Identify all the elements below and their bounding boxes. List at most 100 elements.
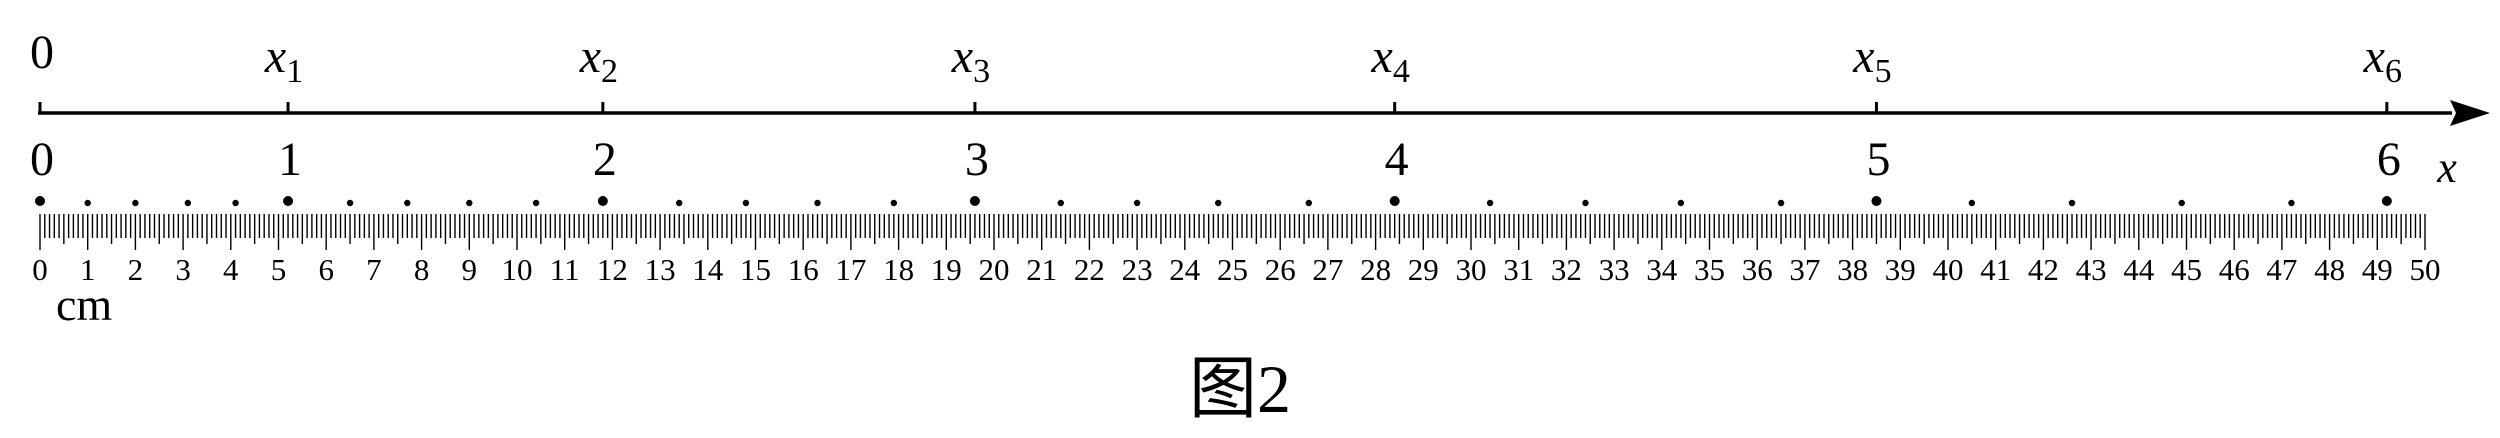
ruler-ticks xyxy=(39,214,2426,250)
x-axis-name: x xyxy=(2436,143,2457,192)
minor-dot xyxy=(1582,199,1589,207)
major-dot xyxy=(1389,196,1400,206)
ruler-number: 0 xyxy=(32,252,48,287)
ruler-number: 26 xyxy=(1265,252,1296,287)
figure-caption: 图2 xyxy=(1189,351,1291,427)
minor-dot xyxy=(1057,199,1064,207)
ruler-number: 49 xyxy=(2362,252,2393,287)
ruler-number: 44 xyxy=(2123,252,2155,287)
ruler-number: 9 xyxy=(462,252,478,287)
minor-dot xyxy=(404,199,411,207)
ruler-number: 24 xyxy=(1169,252,1201,287)
ruler-number: 35 xyxy=(1694,252,1725,287)
minor-dot xyxy=(346,199,354,207)
major-dot xyxy=(969,196,980,206)
minor-dot xyxy=(1677,199,1685,207)
ruler-number: 17 xyxy=(835,252,866,287)
minor-dot xyxy=(532,199,540,207)
ruler-number: 45 xyxy=(2171,252,2202,287)
ruler-number: 18 xyxy=(883,252,914,287)
position-number: 6 xyxy=(2377,133,2401,186)
ruler-number: 48 xyxy=(2314,252,2345,287)
origin-label-top: 0 xyxy=(30,26,54,79)
minor-dot xyxy=(742,199,750,207)
ruler-number: 31 xyxy=(1503,252,1534,287)
ruler-number: 12 xyxy=(597,252,628,287)
ruler-number: 41 xyxy=(1980,252,2011,287)
position-markers: x1 1 x2 2 x3 3 x4 4 x5 5 x6 6 xyxy=(264,30,2402,186)
ruler-number: 32 xyxy=(1551,252,1582,287)
ruler-number: 3 xyxy=(175,252,191,287)
minor-dot xyxy=(675,199,683,207)
ruler-number: 15 xyxy=(740,252,771,287)
ticker-tape-dots xyxy=(35,196,2392,207)
ruler-number: 50 xyxy=(2410,252,2441,287)
minor-dot xyxy=(2068,199,2076,207)
millimeter-ticks xyxy=(39,214,2426,250)
major-dot xyxy=(1871,196,1882,206)
ruler-number: 4 xyxy=(223,252,239,287)
minor-dot xyxy=(1968,199,1976,207)
ruler-number: 22 xyxy=(1074,252,1105,287)
position-number: 2 xyxy=(593,133,617,186)
major-dot xyxy=(597,196,608,206)
position-label: x3 xyxy=(951,30,990,90)
major-dot xyxy=(35,196,45,206)
minor-dot xyxy=(1777,199,1785,207)
ruler-number: 13 xyxy=(645,252,676,287)
ruler-unit-label: cm xyxy=(56,279,112,330)
ruler-number: 25 xyxy=(1217,252,1248,287)
ruler-number: 29 xyxy=(1408,252,1439,287)
minor-dot xyxy=(84,199,91,207)
position-number: 3 xyxy=(965,133,989,186)
ruler-number: 5 xyxy=(271,252,287,287)
position-label: x6 xyxy=(2363,30,2402,90)
minor-dot xyxy=(2288,199,2295,207)
minor-dot xyxy=(2178,199,2185,207)
ruler-number: 23 xyxy=(1122,252,1153,287)
position-label: x5 xyxy=(1852,30,1891,90)
minor-dot xyxy=(1305,199,1313,207)
minor-dot xyxy=(1214,199,1222,207)
ruler-number: 30 xyxy=(1456,252,1487,287)
position-number: 1 xyxy=(278,133,302,186)
origin-label-bottom: 0 xyxy=(30,133,54,186)
minor-dot xyxy=(1133,199,1141,207)
minor-dot xyxy=(232,199,239,207)
ruler-number: 10 xyxy=(502,252,533,287)
ruler-number: 33 xyxy=(1599,252,1630,287)
minor-dot xyxy=(814,199,821,207)
ruler-number: 21 xyxy=(1026,252,1057,287)
minor-dot xyxy=(1486,199,1494,207)
major-dot xyxy=(283,196,294,206)
position-label: x4 xyxy=(1371,30,1410,90)
ruler-number: 6 xyxy=(318,252,334,287)
position-number: 5 xyxy=(1866,133,1890,186)
ruler-number: 14 xyxy=(692,252,724,287)
ruler-number: 43 xyxy=(2076,252,2107,287)
minor-dot xyxy=(132,199,139,207)
ruler-number: 28 xyxy=(1360,252,1391,287)
ruler-number: 34 xyxy=(1646,252,1678,287)
ruler-number: 36 xyxy=(1742,252,1773,287)
ruler-number: 38 xyxy=(1837,252,1868,287)
ruler-number: 39 xyxy=(1885,252,1916,287)
ruler-number: 2 xyxy=(128,252,144,287)
position-axis: 0 0 x x1 1 x2 2 x3 3 x4 4 x5 5 x6 6 xyxy=(30,26,2490,192)
position-number: 4 xyxy=(1385,133,1409,186)
minor-dot xyxy=(466,199,473,207)
position-label: x2 xyxy=(579,30,618,90)
ruler-number: 11 xyxy=(550,252,580,287)
ruler-number: 42 xyxy=(2028,252,2059,287)
ruler-number: 7 xyxy=(366,252,382,287)
ruler-number: 27 xyxy=(1312,252,1343,287)
ruler-number: 19 xyxy=(931,252,962,287)
ruler-number: 46 xyxy=(2219,252,2250,287)
ruler-number: 16 xyxy=(788,252,819,287)
major-dot xyxy=(2381,196,2392,206)
position-label: x1 xyxy=(264,30,303,90)
ruler-number: 47 xyxy=(2266,252,2297,287)
ruler-number: 1 xyxy=(80,252,96,287)
